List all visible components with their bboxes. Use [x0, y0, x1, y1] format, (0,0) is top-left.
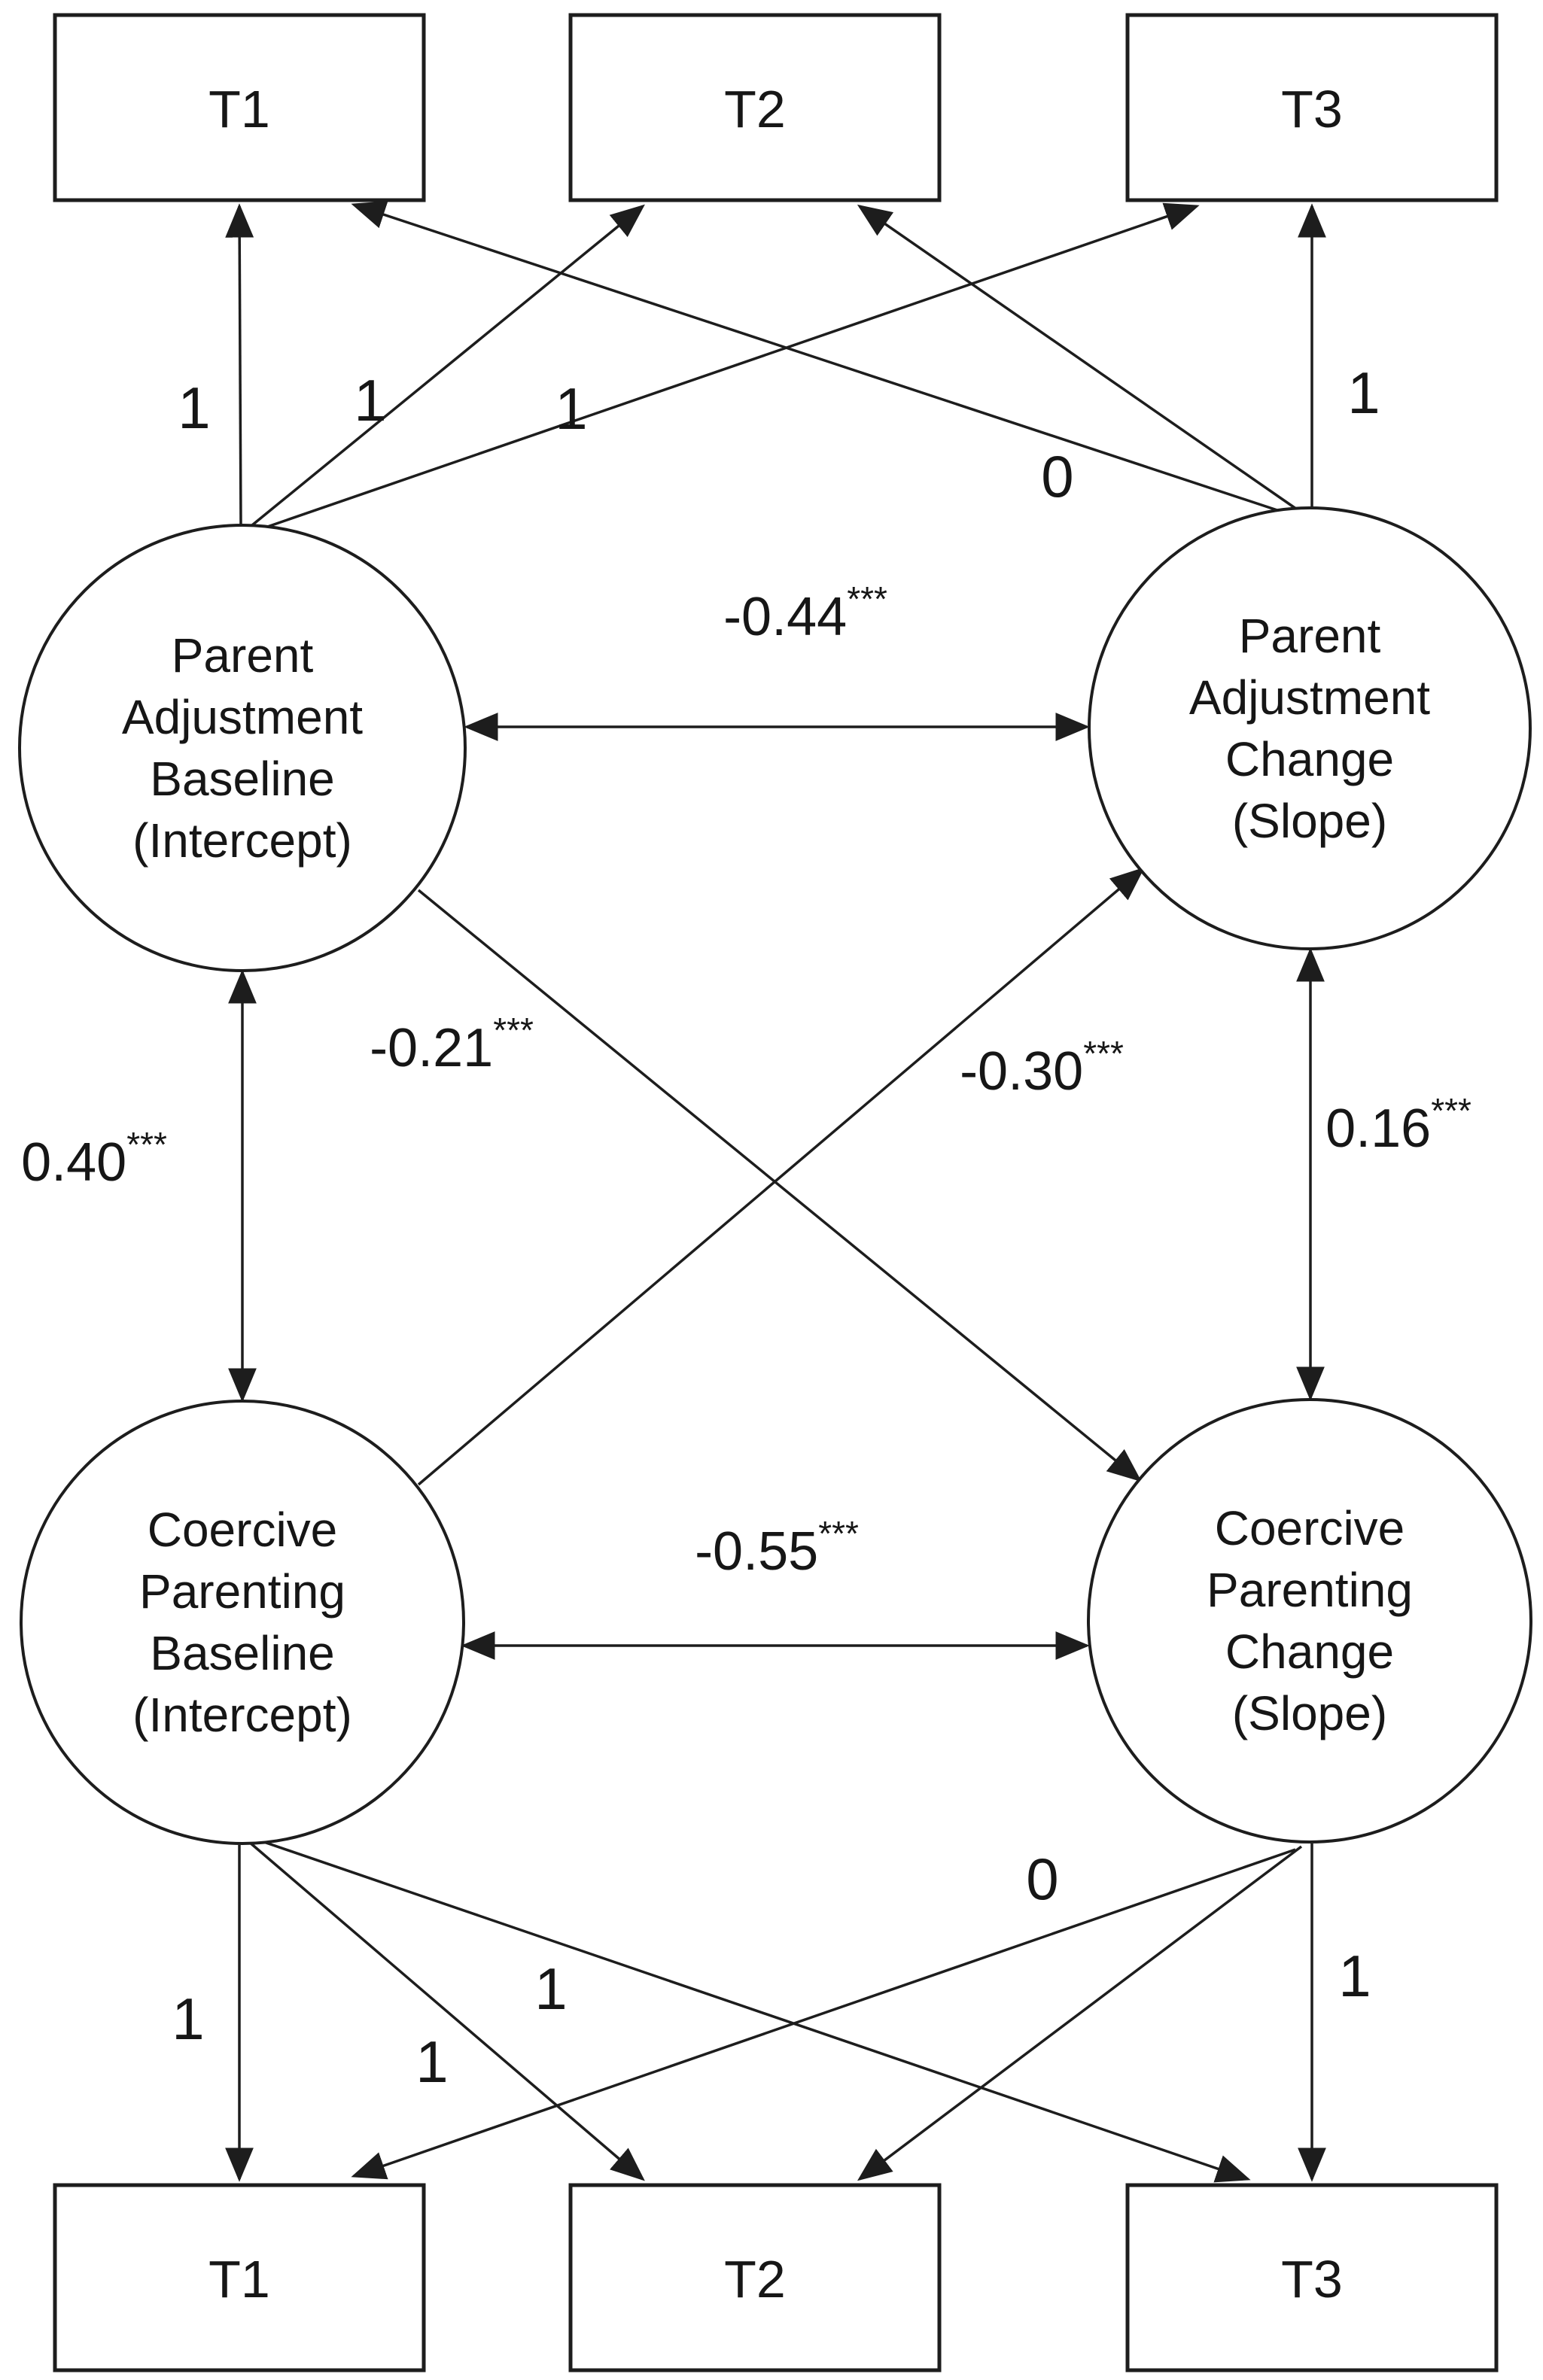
- loading-arrows: [225, 201, 1326, 2183]
- latent-label-line: (Slope): [1232, 1686, 1387, 1740]
- loading-label-cpb-t1: 1: [172, 1986, 204, 2052]
- loading-arrow-cpc-t2: [857, 1845, 1303, 2181]
- observed-box-bottom-t2: [568, 2183, 942, 2372]
- loading-arrow-cpc-t1: [351, 1848, 1296, 2180]
- latent-label-line: Change: [1225, 732, 1394, 786]
- significance-stars: ***: [1431, 1091, 1471, 1130]
- observed-box-top-t3: [1125, 13, 1499, 202]
- loading-arrow-pac-t1: [351, 201, 1296, 518]
- latent-label-line: (Intercept): [132, 1688, 352, 1742]
- significance-stars: ***: [847, 579, 887, 619]
- significance-stars: ***: [126, 1125, 167, 1164]
- loading-label-pac-t3: 1: [1347, 360, 1380, 426]
- latent-label-line: (Intercept): [132, 813, 352, 868]
- coef-value: -0.21: [370, 1018, 493, 1078]
- observed-label-bottom-t3: T3: [1281, 2250, 1343, 2309]
- latent-label-line: (Slope): [1232, 794, 1387, 848]
- latent-label-line: Coercive: [1215, 1501, 1405, 1555]
- loading-arrow-pab-t3: [254, 202, 1200, 533]
- observed-boxes: T1 T2 T3 T1 T2 T3: [53, 13, 1499, 2372]
- latent-label-line: Parent: [1239, 609, 1381, 663]
- covariance-label-pab-pac: -0.44***: [723, 579, 887, 647]
- path-label-cpb-to-pac: -0.30***: [960, 1034, 1124, 1102]
- path-label-pab-to-cpc: -0.21***: [370, 1011, 534, 1078]
- observed-box-top-t2: [568, 13, 942, 202]
- latent-label-line: Parenting: [1207, 1563, 1413, 1617]
- loading-arrow-pac-t2: [857, 204, 1302, 514]
- latent-label-parent-adjustment-change: Parent Adjustment Change (Slope): [1189, 609, 1430, 848]
- latent-label-line: Adjustment: [1189, 670, 1430, 725]
- observed-label-top-t1: T1: [208, 80, 270, 138]
- path-arrow-pab-to-cpc: [417, 889, 1142, 1482]
- coef-value: -0.55: [695, 1521, 818, 1582]
- loading-arrow-cpb-t2: [248, 1840, 645, 2181]
- latent-circle-parent-adjustment-baseline: [18, 524, 467, 972]
- significance-stars: ***: [493, 1011, 534, 1050]
- loading-label-pab-t2: 1: [354, 367, 386, 433]
- covariance-label-pab-cpb: 0.40***: [21, 1125, 167, 1193]
- covariance-label-cpb-cpc: -0.55***: [695, 1514, 859, 1582]
- loading-labels: 1 1 1 0 1 1 1 1 0 1: [172, 360, 1380, 2095]
- loading-label-cpc-t3: 1: [1338, 1943, 1371, 2009]
- loading-label-pab-t3: 1: [555, 375, 587, 442]
- latent-label-line: Baseline: [150, 752, 335, 806]
- significance-stars: ***: [1083, 1034, 1124, 1073]
- observed-box-top-t1: [53, 13, 426, 202]
- regression-arrows: [417, 867, 1145, 1486]
- covariance-label-pac-cpc: 0.16***: [1325, 1091, 1471, 1159]
- loading-label-cpb-t2: 1: [415, 2029, 448, 2095]
- loading-label-pac-t1: 0: [1041, 443, 1073, 509]
- latent-label-coercive-parenting-change: Coercive Parenting Change (Slope): [1207, 1501, 1413, 1740]
- latent-circle-coercive-parenting-baseline: [20, 1400, 465, 1845]
- latent-circle-parent-adjustment-change: [1088, 506, 1532, 950]
- observed-label-bottom-t1: T1: [208, 2250, 270, 2309]
- path-arrow-cpb-to-pac: [417, 867, 1145, 1486]
- observed-label-bottom-t2: T2: [724, 2250, 786, 2309]
- latent-label-parent-adjustment-baseline: Parent Adjustment Baseline (Intercept): [122, 628, 363, 868]
- loading-label-cpc-t1: 0: [1026, 1846, 1058, 1912]
- latent-label-line: Coercive: [148, 1503, 338, 1557]
- covariance-arrows: [228, 713, 1325, 1660]
- coef-value: -0.44: [723, 587, 847, 647]
- loading-arrow-cpb-t3: [254, 1837, 1251, 2183]
- coef-value: 0.16: [1325, 1099, 1431, 1159]
- latent-label-line: Parent: [172, 628, 314, 682]
- latent-label-line: Adjustment: [122, 690, 363, 744]
- significance-stars: ***: [818, 1514, 859, 1553]
- latent-label-line: Change: [1225, 1625, 1394, 1679]
- loading-label-cpb-t3: 1: [534, 1956, 567, 2022]
- loading-arrow-pab-t1: [225, 203, 254, 527]
- loading-label-pab-t1: 1: [178, 375, 210, 441]
- latent-circle-coercive-parenting-change: [1087, 1398, 1532, 1844]
- estimate-labels: -0.44*** -0.55*** 0.40*** 0.16*** -0.21*…: [21, 579, 1471, 1582]
- observed-label-top-t3: T3: [1281, 80, 1343, 138]
- observed-box-bottom-t3: [1125, 2183, 1499, 2372]
- observed-label-top-t2: T2: [724, 80, 786, 138]
- coef-value: 0.40: [21, 1132, 126, 1193]
- coef-value: -0.30: [960, 1041, 1083, 1102]
- latent-circles: Parent Adjustment Baseline (Intercept) P…: [18, 506, 1532, 1845]
- loading-arrow-pab-t2: [247, 204, 645, 530]
- latent-label-coercive-parenting-baseline: Coercive Parenting Baseline (Intercept): [132, 1503, 352, 1742]
- observed-box-bottom-t1: [53, 2183, 426, 2372]
- latent-label-line: Baseline: [150, 1626, 335, 1680]
- latent-label-line: Parenting: [139, 1564, 345, 1619]
